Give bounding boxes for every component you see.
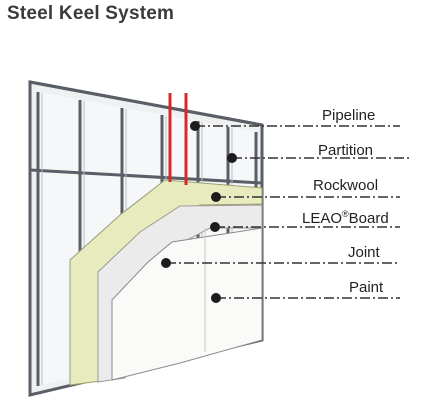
label-board: LEAO®Board (302, 209, 389, 227)
leader-lines (166, 125, 410, 299)
joint-dot (161, 258, 171, 268)
board-registered-mark: ® (342, 209, 349, 219)
leader-dots (161, 121, 237, 303)
partition-dot (227, 153, 237, 163)
rockwool-dot (211, 192, 221, 202)
pipeline-dot (190, 121, 200, 131)
board-name: LEAO (302, 210, 342, 227)
page-title: Steel Keel System (7, 3, 175, 24)
paint-dot (211, 293, 221, 303)
label-pipeline: Pipeline (322, 107, 375, 124)
label-partition: Partition (318, 142, 373, 159)
paint-layer (111, 227, 263, 381)
pipeline-pipes (168, 93, 188, 185)
board-suffix: Board (349, 210, 389, 227)
label-paint: Paint (349, 279, 384, 296)
label-joint: Joint (348, 244, 381, 261)
board-dot (210, 222, 220, 232)
label-rockwool: Rockwool (313, 177, 378, 194)
